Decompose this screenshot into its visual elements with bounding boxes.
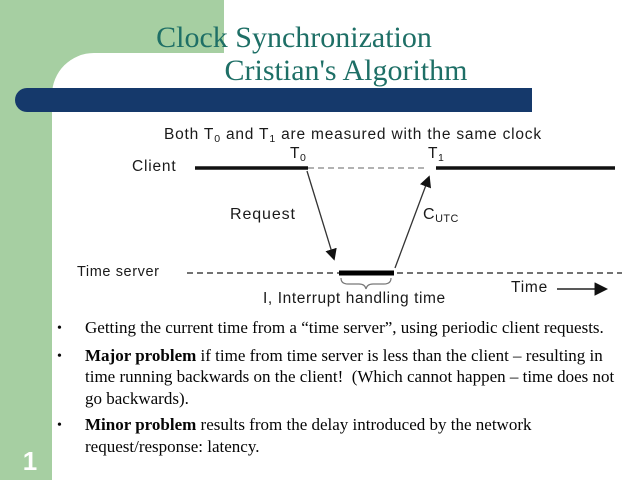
client-label: Client [132,158,177,175]
caption-part: are measured with the same clock [276,126,542,143]
caption-sub0: 0 [214,132,221,145]
bullet-rest: Getting the current time from a “time se… [85,318,604,337]
caption-part: Both T [164,126,215,143]
page-number: 1 [22,446,38,476]
bullet-marker: • [57,418,62,433]
bullet-text: Minor problem results from the delay int… [85,414,625,457]
time-axis-label: Time [511,279,549,296]
bullet-lead: Minor problem [85,415,197,434]
diagram-caption: Both T0 and T1 are measured with the sam… [164,126,542,144]
list-item: • Getting the current time from a “time … [57,317,625,340]
bullet-list: • Getting the current time from a “time … [57,317,625,462]
title-line-2: Cristian's Algorithm [224,54,468,87]
slide-title: Clock Synchronization Cristian's Algorit… [0,21,640,87]
bullet-marker: • [57,348,62,364]
content-panel [52,53,640,480]
t0-label: T0 [290,145,307,164]
green-sidebar-strip [0,0,54,480]
cutc-label: CUTC [423,206,459,225]
bullet-text: Major problem if time from time server i… [85,345,625,410]
t1-label: T1 [428,145,445,164]
bullet-rest: results from the delay introduced by the… [85,415,536,456]
list-item: • Major problem if time from time server… [57,345,625,410]
time-server-label: Time server [77,264,160,280]
request-label: Request [230,206,296,223]
caption-sub1: 1 [269,132,276,145]
bullet-lead: Major problem [85,345,197,365]
bullet-text: Getting the current time from a “time se… [85,317,625,340]
interrupt-handling-label: I, Interrupt handling time [263,290,446,307]
bullet-rest: if time from time server is less than th… [85,345,619,408]
bullet-marker: • [57,321,62,336]
navy-divider-bar [15,88,532,112]
title-line-1: Clock Synchronization [156,21,432,54]
caption-part: and T [220,126,270,143]
list-item: • Minor problem results from the delay i… [57,414,625,457]
